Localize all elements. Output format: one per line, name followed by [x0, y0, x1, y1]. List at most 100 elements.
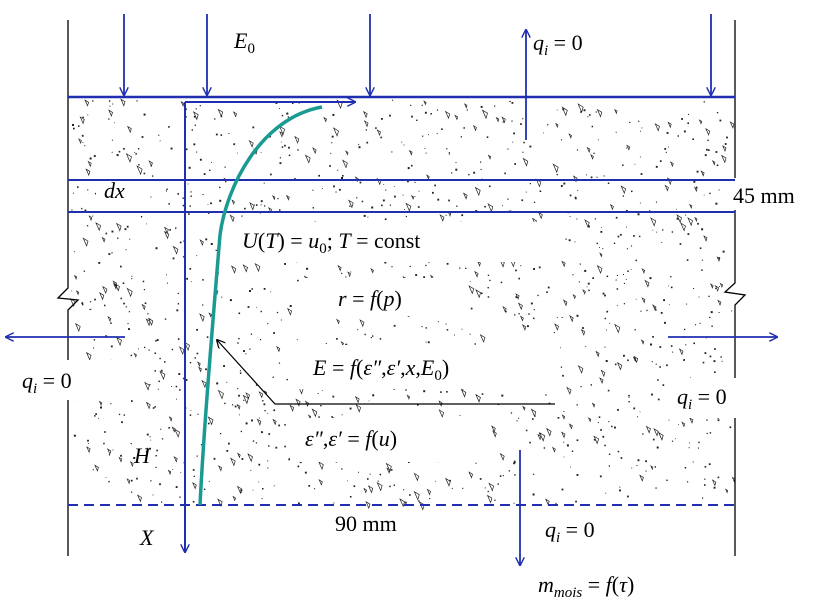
- speckle: [652, 336, 654, 338]
- speckle: [385, 462, 392, 473]
- speckle: [721, 360, 723, 362]
- speckle: [670, 286, 673, 289]
- speckle: [115, 336, 122, 347]
- speckle: [172, 469, 174, 470]
- speckle: [234, 405, 237, 408]
- speckle: [460, 136, 462, 138]
- speckle: [601, 226, 602, 228]
- speckle: [278, 424, 280, 427]
- speckle: [651, 393, 653, 396]
- speckle: [680, 222, 686, 232]
- speckle: [202, 279, 204, 281]
- speckle: [268, 206, 273, 214]
- speckle: [249, 290, 251, 292]
- speckle: [185, 379, 188, 381]
- speckle: [685, 344, 687, 346]
- speckle: [699, 247, 702, 249]
- speckle: [528, 313, 530, 315]
- speckle: [237, 452, 241, 459]
- speckle: [676, 208, 677, 210]
- speckle: [365, 129, 367, 131]
- speckle: [659, 366, 661, 368]
- speckle: [214, 118, 216, 120]
- speckle: [529, 441, 531, 444]
- speckle: [221, 296, 223, 298]
- speckle: [249, 348, 251, 350]
- speckle: [623, 282, 625, 284]
- speckle: [108, 454, 110, 456]
- speckle: [640, 173, 643, 175]
- speckle: [620, 185, 627, 195]
- speckle: [284, 144, 286, 147]
- speckle: [720, 356, 722, 358]
- speckle: [318, 416, 320, 418]
- speckle: [295, 398, 301, 407]
- right-wall-line: [723, 20, 747, 556]
- speckle: [465, 267, 467, 269]
- speckle: [182, 377, 184, 379]
- speckle: [192, 482, 197, 490]
- speckle: [261, 431, 263, 434]
- moisture-mass-label: mmois = f(τ): [538, 572, 634, 601]
- speckle: [446, 148, 448, 150]
- speckle: [563, 441, 565, 443]
- speckle: [79, 116, 85, 125]
- speckle: [671, 231, 674, 233]
- speckle: [133, 352, 137, 358]
- speckle: [240, 491, 242, 493]
- speckle: [341, 272, 343, 274]
- speckle: [142, 280, 145, 283]
- speckle: [436, 133, 438, 135]
- speckle: [345, 343, 348, 346]
- speckle: [147, 313, 149, 315]
- speckle: [112, 449, 114, 451]
- speckle: [652, 438, 655, 441]
- speckle: [687, 122, 689, 124]
- speckle: [446, 262, 449, 265]
- speckle: [589, 114, 591, 116]
- speckle: [281, 114, 284, 117]
- speckle: [98, 262, 101, 264]
- speckle: [623, 354, 625, 357]
- speckle: [407, 180, 409, 183]
- speckle: [89, 157, 92, 160]
- speckle: [714, 348, 716, 350]
- speckle: [606, 329, 607, 331]
- speckle: [103, 442, 105, 445]
- speckle: [321, 188, 323, 189]
- speckle: [180, 472, 182, 473]
- speckle: [237, 388, 239, 390]
- speckle: [144, 346, 146, 349]
- x-axis-label: X: [139, 525, 155, 550]
- speckle: [230, 457, 236, 467]
- speckle: [238, 337, 240, 340]
- speckle: [218, 465, 223, 472]
- speckle: [707, 149, 710, 151]
- speckle: [547, 124, 549, 126]
- top-flux-label: qi = 0: [533, 30, 583, 59]
- speckle: [441, 128, 443, 130]
- speckle: [155, 455, 157, 457]
- speckle: [644, 279, 650, 288]
- speckle: [202, 304, 204, 306]
- speckle: [116, 154, 119, 157]
- speckle: [522, 151, 524, 153]
- speckle: [657, 379, 659, 381]
- speckle: [726, 136, 728, 139]
- speckle: [537, 294, 539, 297]
- speckle: [451, 487, 453, 489]
- speckle: [580, 328, 586, 336]
- speckle: [264, 410, 266, 412]
- speckle: [502, 205, 503, 207]
- speckle: [444, 110, 451, 120]
- speckle: [459, 415, 461, 416]
- speckle: [84, 145, 86, 147]
- speckle: [445, 477, 451, 487]
- speckle: [219, 199, 222, 202]
- speckle: [571, 450, 574, 452]
- speckle: [554, 323, 559, 331]
- speckle: [716, 112, 719, 114]
- speckle: [368, 400, 370, 402]
- speckle: [183, 341, 190, 352]
